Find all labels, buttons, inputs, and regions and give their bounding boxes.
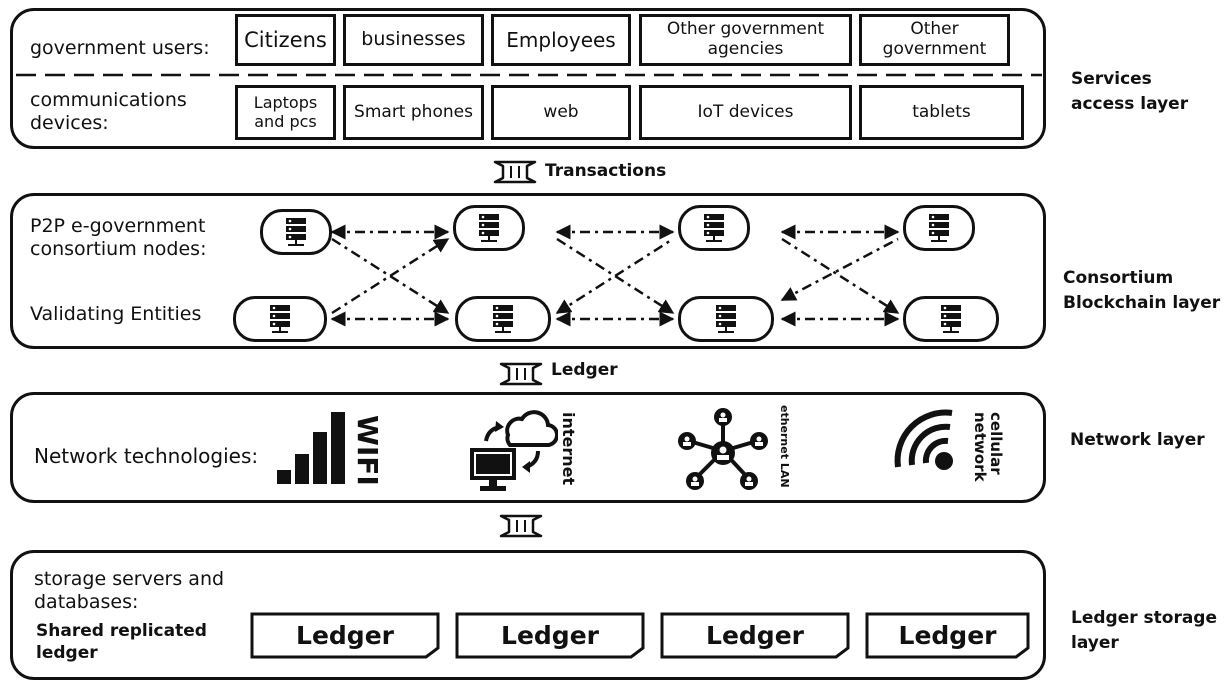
server-icon	[286, 218, 306, 246]
internet-icon	[470, 410, 558, 491]
communications-devices-label: communications devices:	[30, 89, 187, 134]
blockchain-layer-label: Consortium Blockchain layer	[1063, 268, 1221, 313]
network-hub-icon	[678, 408, 768, 490]
cellular-signal-icon	[894, 409, 953, 470]
user-box-businesses: businesses	[343, 14, 484, 66]
node-bottom-1	[233, 296, 327, 342]
ethernet-lan-label: ethernet LAN	[778, 405, 791, 488]
server-icon	[479, 214, 499, 242]
node-bottom-2	[455, 296, 551, 342]
storage-servers-label: storage servers and databases:	[34, 568, 225, 613]
network-layer-box	[10, 392, 1046, 503]
cellular-network-label: cellular network	[971, 412, 1005, 482]
server-icon	[704, 214, 724, 242]
user-box-employees: Employees	[491, 14, 631, 66]
dashed-divider	[16, 73, 1042, 77]
device-box-smartphones: Smart phones	[343, 85, 484, 140]
node-top-3	[678, 205, 750, 251]
ledger-storage-layer-label: Ledger storage layer	[1071, 608, 1218, 653]
server-icon	[941, 305, 961, 333]
storage-arrow-icon	[499, 514, 543, 538]
device-box-iot: IoT devices	[639, 85, 852, 140]
transactions-label: Transactions	[545, 161, 667, 181]
wifi-label: WIFI	[351, 415, 384, 486]
ledger-document-4: Ledger	[865, 612, 1030, 659]
ledger-label-3: Ledger	[706, 621, 804, 650]
device-box-tablets: tablets	[859, 85, 1024, 140]
device-box-web: web	[491, 85, 631, 140]
ledger-arrow-icon	[499, 362, 543, 386]
ledger-document-2: Ledger	[455, 612, 645, 659]
server-icon	[270, 305, 290, 333]
ledger-document-1: Ledger	[250, 612, 440, 659]
node-bottom-4	[903, 296, 999, 342]
services-access-layer-label: Services access layer	[1071, 69, 1189, 114]
user-box-citizens: Citizens	[235, 14, 336, 66]
device-box-laptops: Laptops and pcs	[235, 85, 336, 140]
transactions-arrow-icon	[493, 160, 537, 184]
ledger-label-1: Ledger	[296, 621, 394, 650]
server-icon	[493, 305, 513, 333]
node-top-2	[453, 205, 525, 251]
ledger-label-2: Ledger	[501, 621, 599, 650]
user-box-other-government: Other government	[859, 14, 1010, 66]
ledger-label-4: Ledger	[898, 621, 997, 650]
signal-bars-icon	[277, 412, 345, 484]
node-top-4	[903, 205, 975, 251]
network-technologies-label: Network technologies:	[34, 444, 259, 468]
government-users-label: government users:	[30, 37, 210, 59]
user-box-other-agencies: Other government agencies	[639, 14, 852, 66]
server-icon	[716, 305, 736, 333]
shared-ledger-label: Shared replicated ledger	[36, 621, 207, 664]
internet-label: internet	[559, 412, 578, 486]
node-bottom-3	[678, 296, 774, 342]
ledger-document-3: Ledger	[660, 612, 850, 659]
network-layer-label: Network layer	[1070, 430, 1205, 450]
validating-entities-label: Validating Entities	[30, 303, 202, 325]
node-top-1	[260, 209, 332, 255]
ledger-arrow-label: Ledger	[551, 360, 618, 380]
server-icon	[929, 214, 949, 242]
p2p-nodes-label: P2P e-government consortium nodes:	[30, 215, 207, 260]
